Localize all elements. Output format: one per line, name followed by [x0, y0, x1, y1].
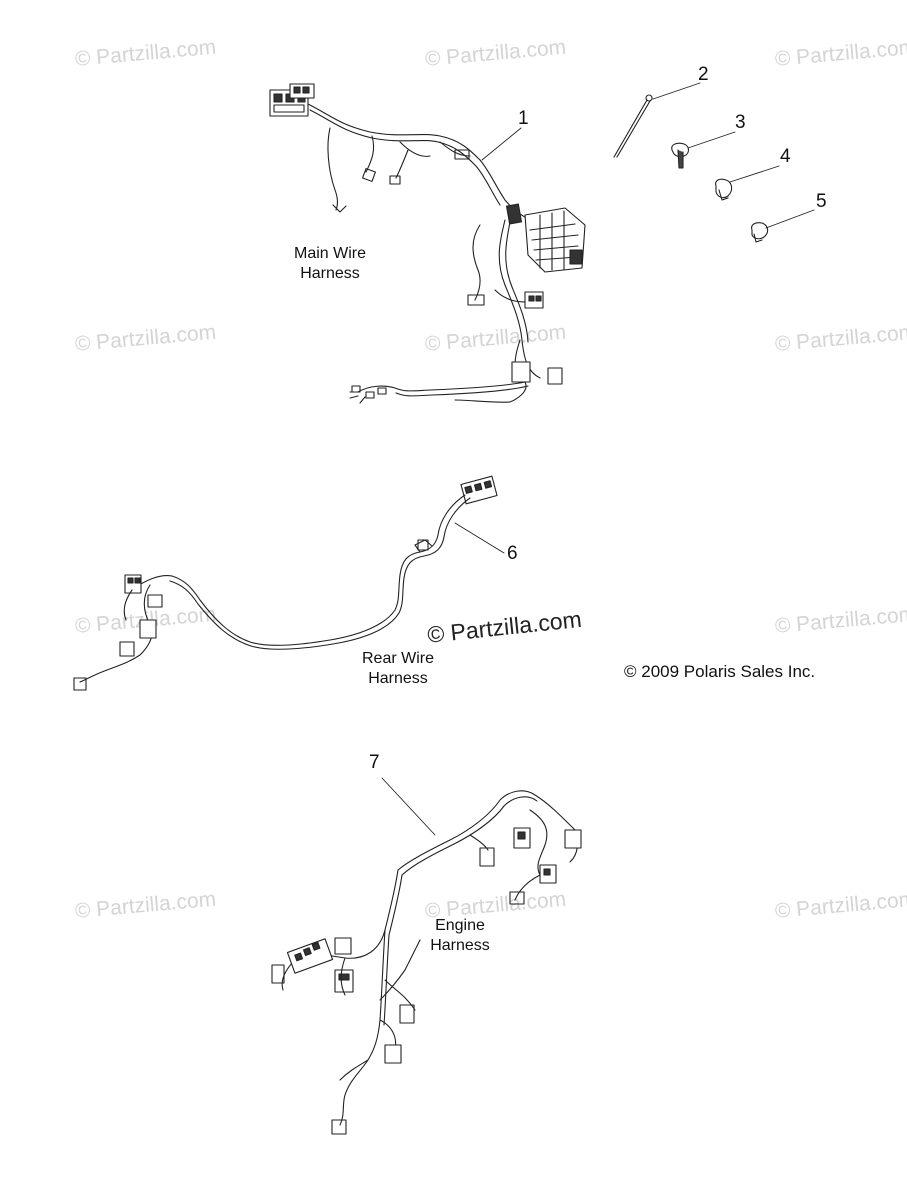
rear-harness-label-line2: Harness	[368, 670, 428, 687]
engine-harness-label: Engine Harness	[410, 916, 510, 956]
main-harness-label-line1: Main Wire	[293, 245, 366, 262]
engine-harness	[271, 790, 582, 1135]
engine-harness-label-line1: Engine	[435, 917, 485, 934]
callout-6: 6	[507, 543, 518, 564]
rear-connector-icon	[460, 475, 498, 505]
engine-harness-label-line2: Harness	[430, 937, 490, 954]
connector-block-icon	[269, 83, 315, 117]
wire-clip-icon	[671, 142, 690, 169]
rear-harness-label: Rear Wire Harness	[348, 649, 448, 689]
callout-7: 7	[369, 752, 380, 773]
rear-harness-label-line1: Rear Wire	[361, 650, 434, 667]
callout-4: 4	[780, 146, 791, 167]
fuse-box-icon	[505, 203, 586, 273]
leader-lines	[381, 82, 815, 836]
rear-wire-harness	[73, 475, 498, 691]
edge-clip-icon	[751, 222, 769, 243]
callout-3: 3	[735, 112, 746, 133]
callout-1: 1	[518, 108, 529, 129]
main-harness-label-line2: Harness	[300, 265, 360, 282]
copyright-text: © 2009 Polaris Sales Inc.	[624, 662, 816, 681]
main-harness-label: Main Wire Harness	[280, 244, 380, 284]
main-wire-harness	[269, 83, 586, 404]
harness-clamp-icon	[715, 178, 733, 201]
cable-tie-icon	[613, 94, 653, 158]
callout-5: 5	[816, 191, 827, 212]
callout-2: 2	[698, 64, 709, 85]
